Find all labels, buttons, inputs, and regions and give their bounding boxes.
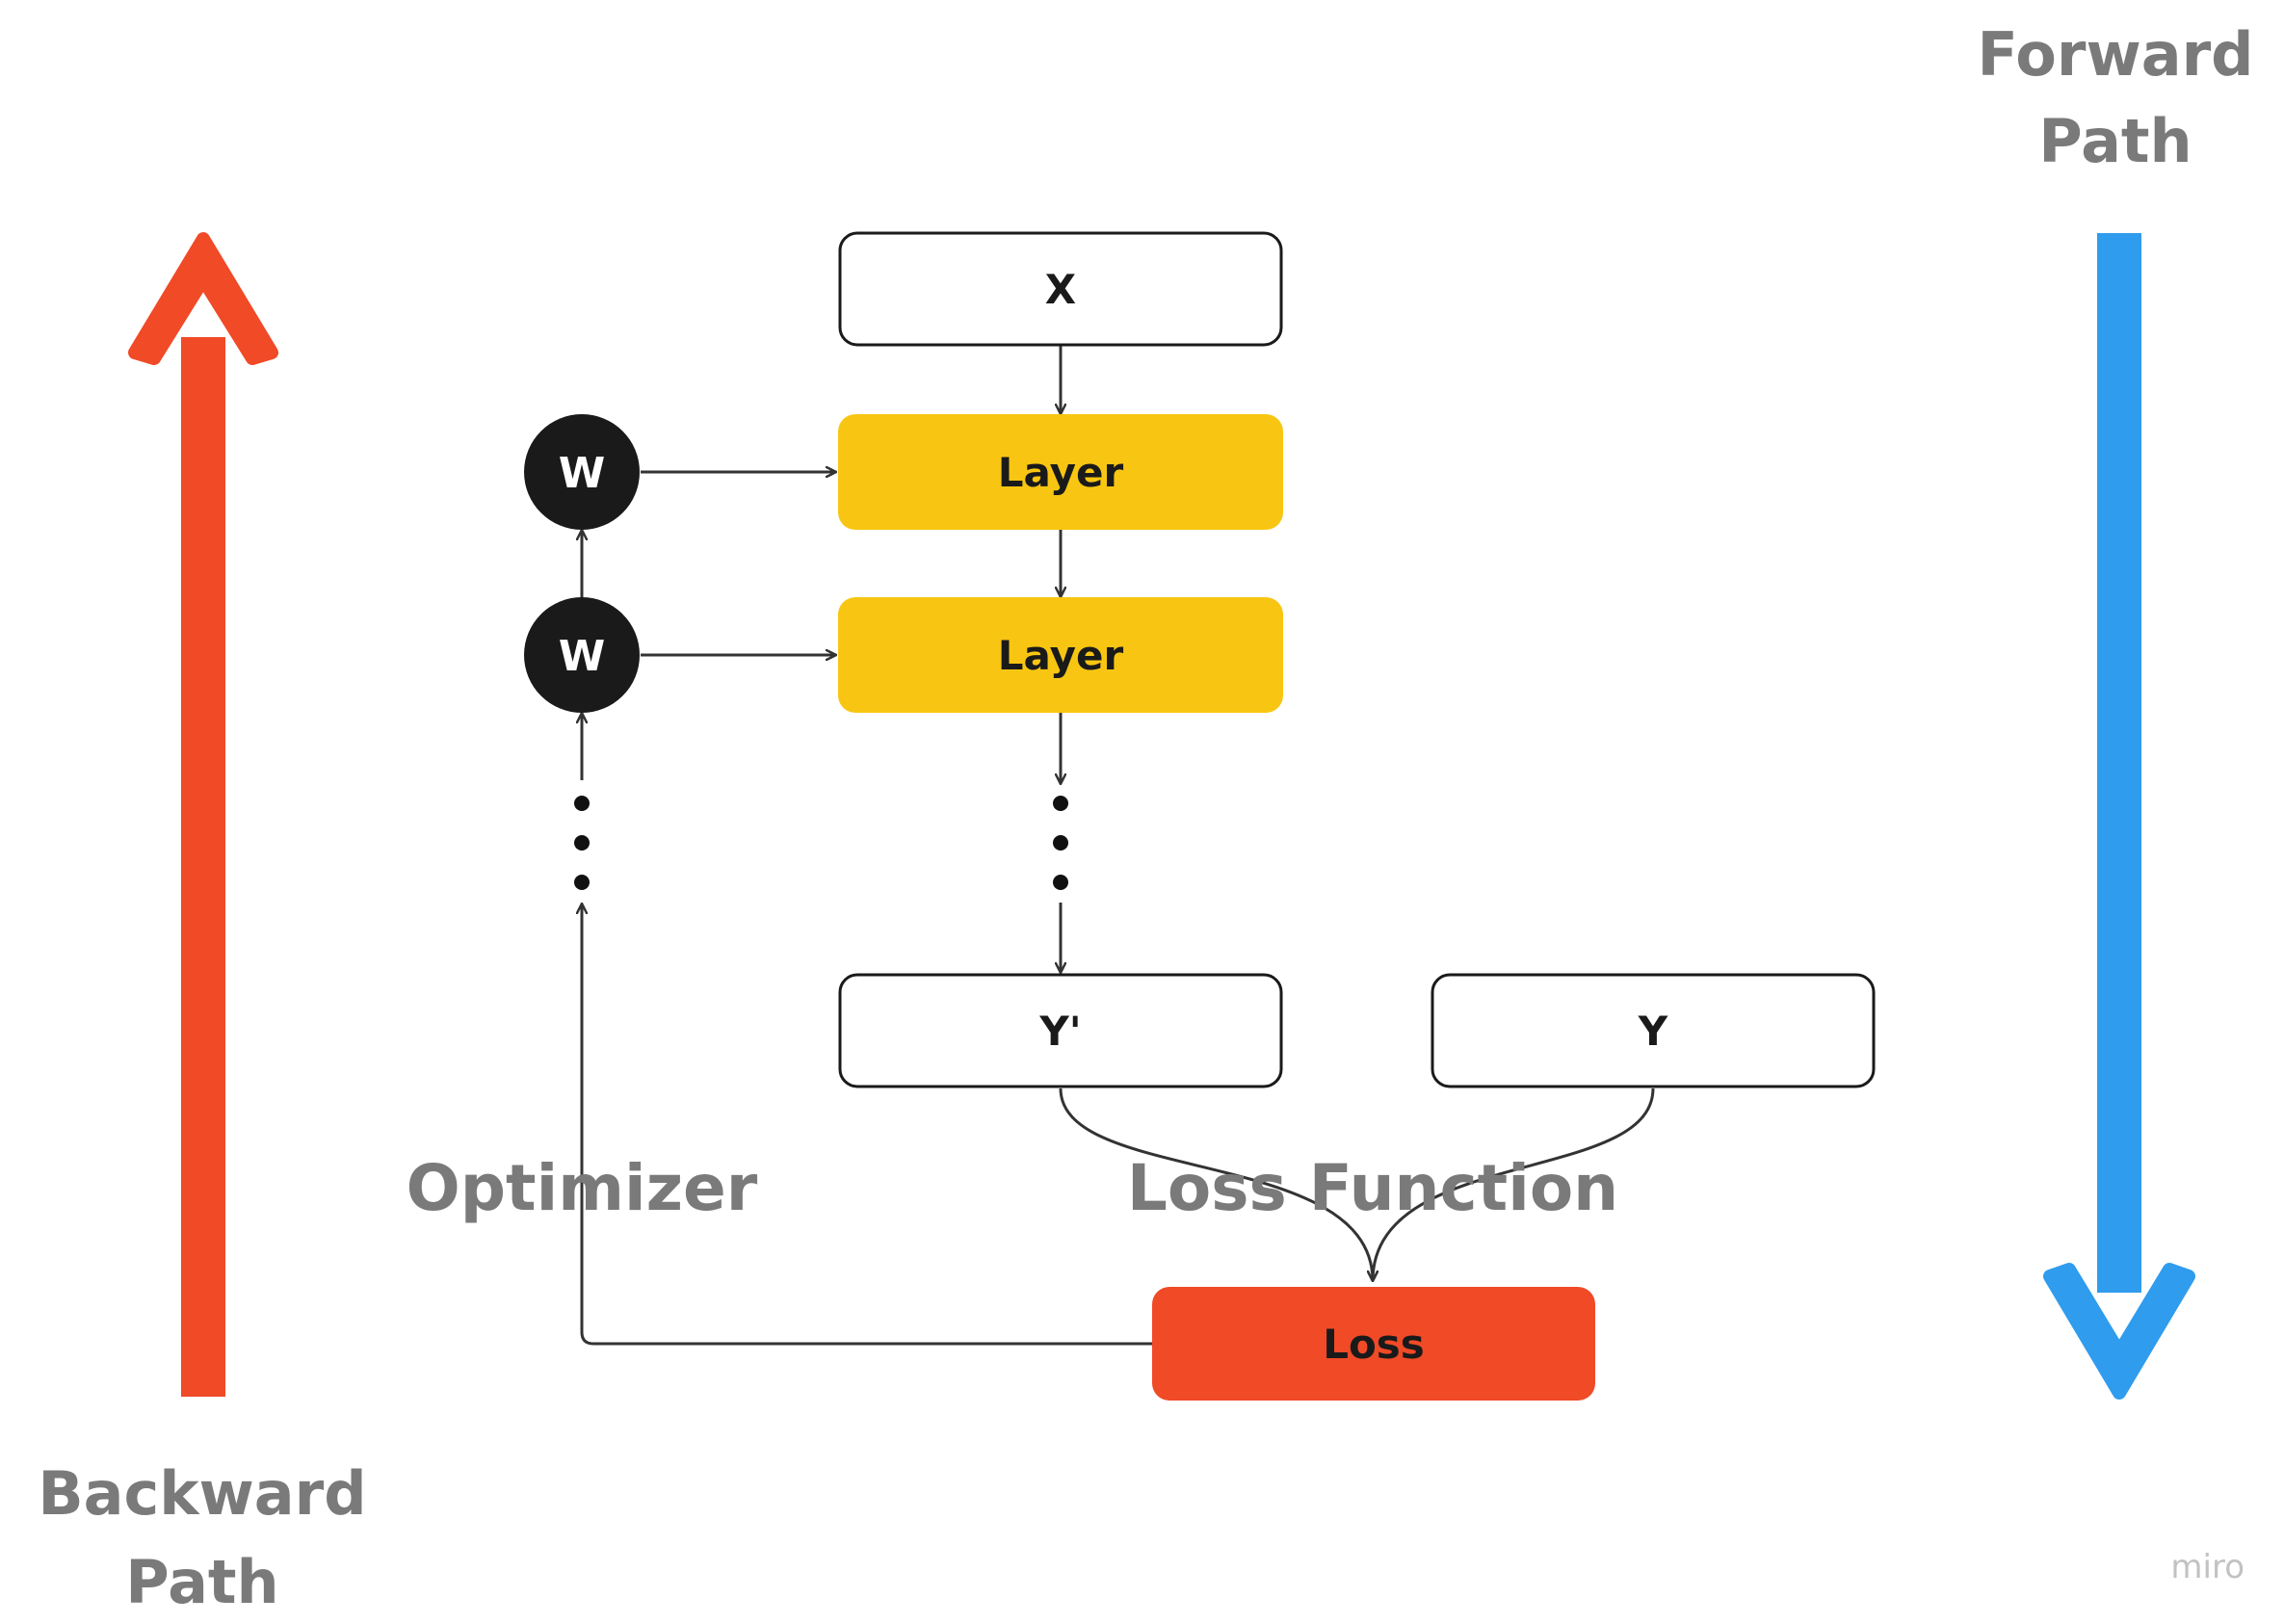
connector-loss-to-optimizer xyxy=(582,904,1152,1346)
backward-path-title-line2: Path xyxy=(125,1547,278,1617)
loss-node-label: Loss xyxy=(1323,1321,1425,1368)
forward-path-title-line1: Forward xyxy=(1977,19,2253,90)
vertical-ellipsis-icon xyxy=(1053,796,1068,890)
connector-target-to-loss xyxy=(1373,1087,1655,1281)
forward-path-arrow-icon xyxy=(2043,233,2195,1400)
backward-path-title-line1: Backward xyxy=(38,1458,366,1529)
weight-node-1: W xyxy=(524,414,640,530)
left-vertical-ellipsis-icon xyxy=(574,796,590,890)
target-node: Y xyxy=(1431,973,1876,1088)
optimizer-label: Optimizer xyxy=(407,1151,758,1225)
weight-node-2: W xyxy=(524,597,640,713)
weight-node-1-label: W xyxy=(559,449,606,498)
miro-watermark: miro xyxy=(2170,1548,2245,1586)
prediction-node-label: Y' xyxy=(1038,1008,1081,1055)
input-node-label: X xyxy=(1045,266,1076,313)
layer-node-2: Layer xyxy=(838,597,1283,713)
layer-node-1-label: Layer xyxy=(998,449,1124,496)
loss-function-label: Loss Function xyxy=(1127,1151,1618,1225)
loss-node: Loss xyxy=(1152,1287,1595,1401)
connector-prediction-to-loss xyxy=(1059,1087,1373,1281)
backward-path-arrow-icon xyxy=(128,232,278,1397)
layer-node-2-label: Layer xyxy=(998,632,1124,679)
input-node: X xyxy=(838,231,1283,347)
prediction-node: Y' xyxy=(838,973,1283,1088)
weight-node-2-label: W xyxy=(559,632,606,681)
forward-path-title-line2: Path xyxy=(2038,106,2192,176)
target-node-label: Y xyxy=(1638,1008,1668,1055)
layer-node-1: Layer xyxy=(838,414,1283,530)
